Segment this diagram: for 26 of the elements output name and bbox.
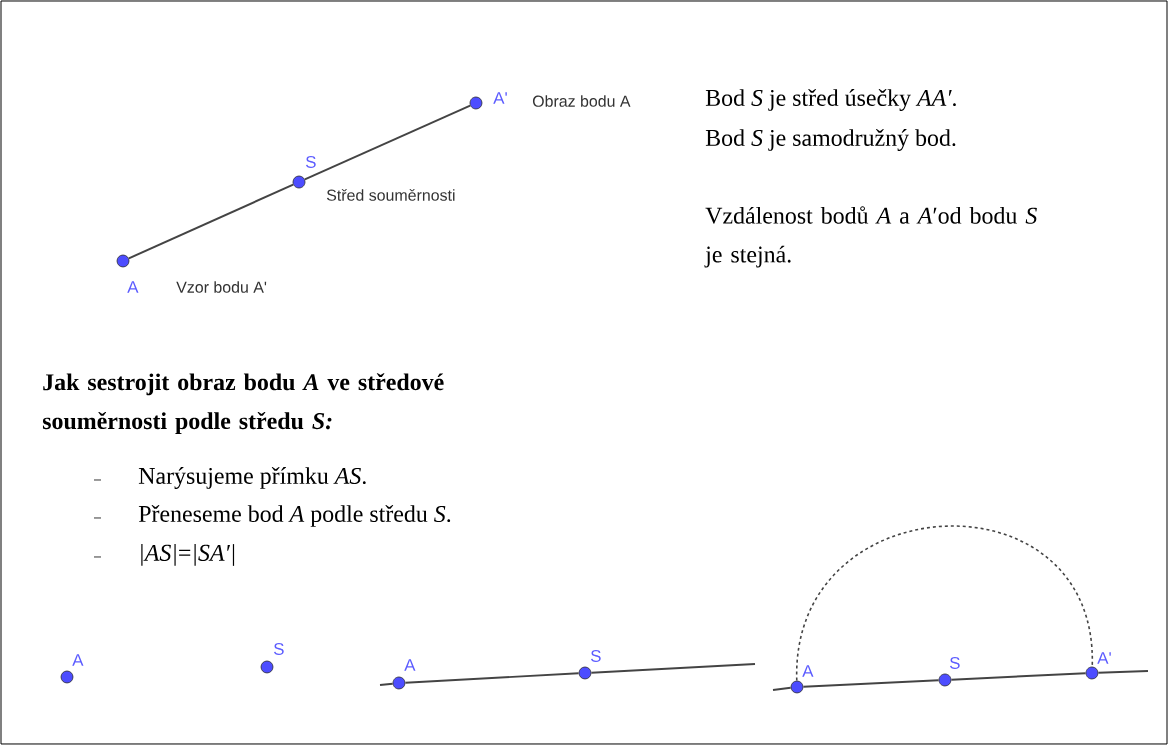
line — [303, 104, 472, 181]
list-item: Narýsujeme přímku AS. — [138, 467, 366, 489]
list-item: Přeneseme bod A podle středu S. — [138, 505, 451, 527]
dashed-arc — [796, 525, 1093, 682]
text-line: Bod S je střed úsečky AA′. — [705, 89, 956, 111]
point-label: A' — [493, 92, 507, 104]
line — [404, 672, 580, 684]
point-label: A — [404, 659, 416, 671]
point-caption: Střed souměrnosti — [326, 189, 455, 201]
list-item: |AS|=|SA′| — [141, 544, 235, 566]
heading: Jak sestrojit obraz bodu A ve středové souměrnosti podle středu S: — [42, 373, 444, 434]
line — [127, 183, 295, 260]
point-label: S — [273, 643, 284, 655]
point-label: S — [949, 657, 960, 669]
line — [950, 672, 1087, 681]
line — [802, 679, 940, 688]
paragraph: Vzdálenost bodů A a A′od bodu S je stejná. — [704, 206, 1037, 268]
point-label: A — [72, 654, 84, 666]
point-label: S — [305, 156, 316, 168]
point-label: A — [802, 665, 814, 677]
text-line: Bod S je samodružný bod. — [705, 129, 956, 151]
point-caption: Vzor bodu A' — [176, 281, 267, 293]
point-caption: Obraz bodu A — [532, 95, 631, 107]
point-label: A' — [1097, 652, 1111, 664]
point-label: A — [127, 281, 139, 293]
point-label: S — [590, 650, 601, 662]
